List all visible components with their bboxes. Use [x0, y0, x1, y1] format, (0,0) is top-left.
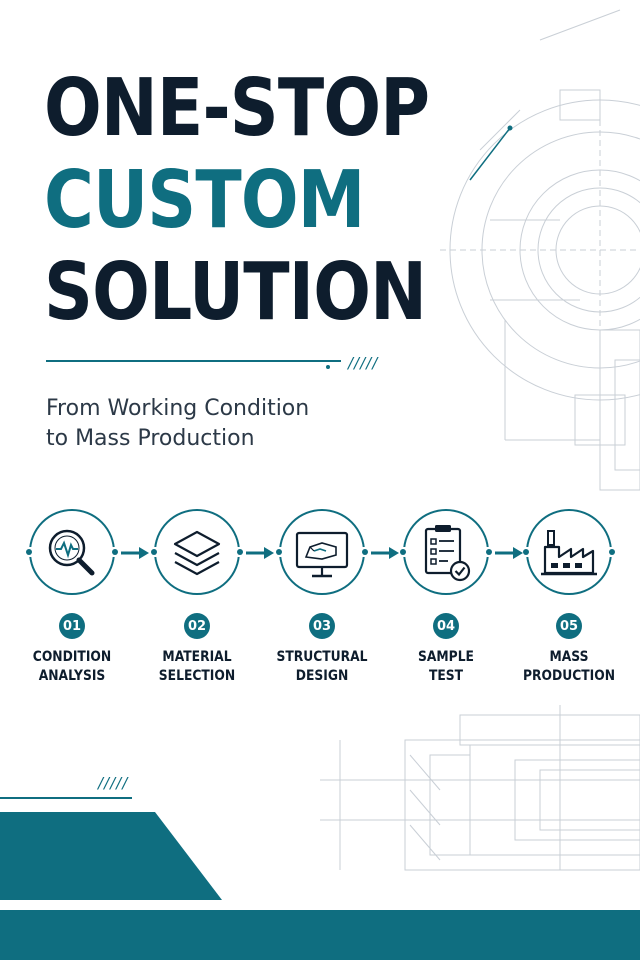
step-2-label: MATERIAL SELECTION	[158, 649, 236, 684]
factory-icon	[541, 530, 597, 576]
step-2-number: 02	[184, 613, 210, 639]
arrow-right-icon	[371, 547, 399, 559]
headline-line-2: CUSTOM	[44, 154, 365, 246]
arrow-right-icon	[121, 547, 149, 559]
clipboard-check-icon	[424, 525, 471, 582]
headline-line-3: SOLUTION	[44, 246, 427, 338]
step-3-label: STRUCTURAL DESIGN	[276, 649, 368, 684]
ring-dot	[362, 549, 368, 555]
ring-dot	[609, 549, 615, 555]
ring-dot	[237, 549, 243, 555]
ring-dot	[523, 549, 529, 555]
step-1-number: 01	[59, 613, 85, 639]
arrow-right-icon	[495, 547, 523, 559]
divider-dot	[326, 365, 330, 369]
subtitle-line-2: to Mass Production	[46, 426, 255, 451]
ring-dot	[486, 549, 492, 555]
headline-line-1: ONE-STOP	[44, 62, 430, 154]
ring-dot	[151, 549, 157, 555]
layers-icon	[173, 530, 221, 576]
step-5-label: MASS PRODUCTION	[522, 649, 616, 684]
slash-decoration-top: /////	[348, 354, 379, 372]
step-3-number: 03	[309, 613, 335, 639]
bottom-accent-block	[0, 812, 222, 900]
subtitle: From Working Condition to Mass Productio…	[46, 394, 406, 454]
step-1-label: CONDITION ANALYSIS	[32, 649, 112, 684]
step-4-label: SAMPLE TEST	[418, 649, 474, 684]
arrow-right-icon	[246, 547, 274, 559]
subtitle-line-1: From Working Condition	[46, 396, 310, 421]
ring-dot	[26, 549, 32, 555]
bottom-accent-line	[0, 797, 132, 799]
divider-line	[46, 360, 341, 362]
step-4-number: 04	[433, 613, 459, 639]
ring-dot	[400, 549, 406, 555]
ring-dot	[276, 549, 282, 555]
headline: ONE-STOP CUSTOM SOLUTION	[44, 62, 430, 338]
magnifier-pulse-icon	[48, 529, 95, 576]
bottom-bar	[0, 910, 640, 960]
step-5-number: 05	[556, 613, 582, 639]
monitor-cad-icon	[295, 531, 349, 578]
slash-decoration-bottom: /////	[98, 774, 129, 792]
ring-dot	[112, 549, 118, 555]
